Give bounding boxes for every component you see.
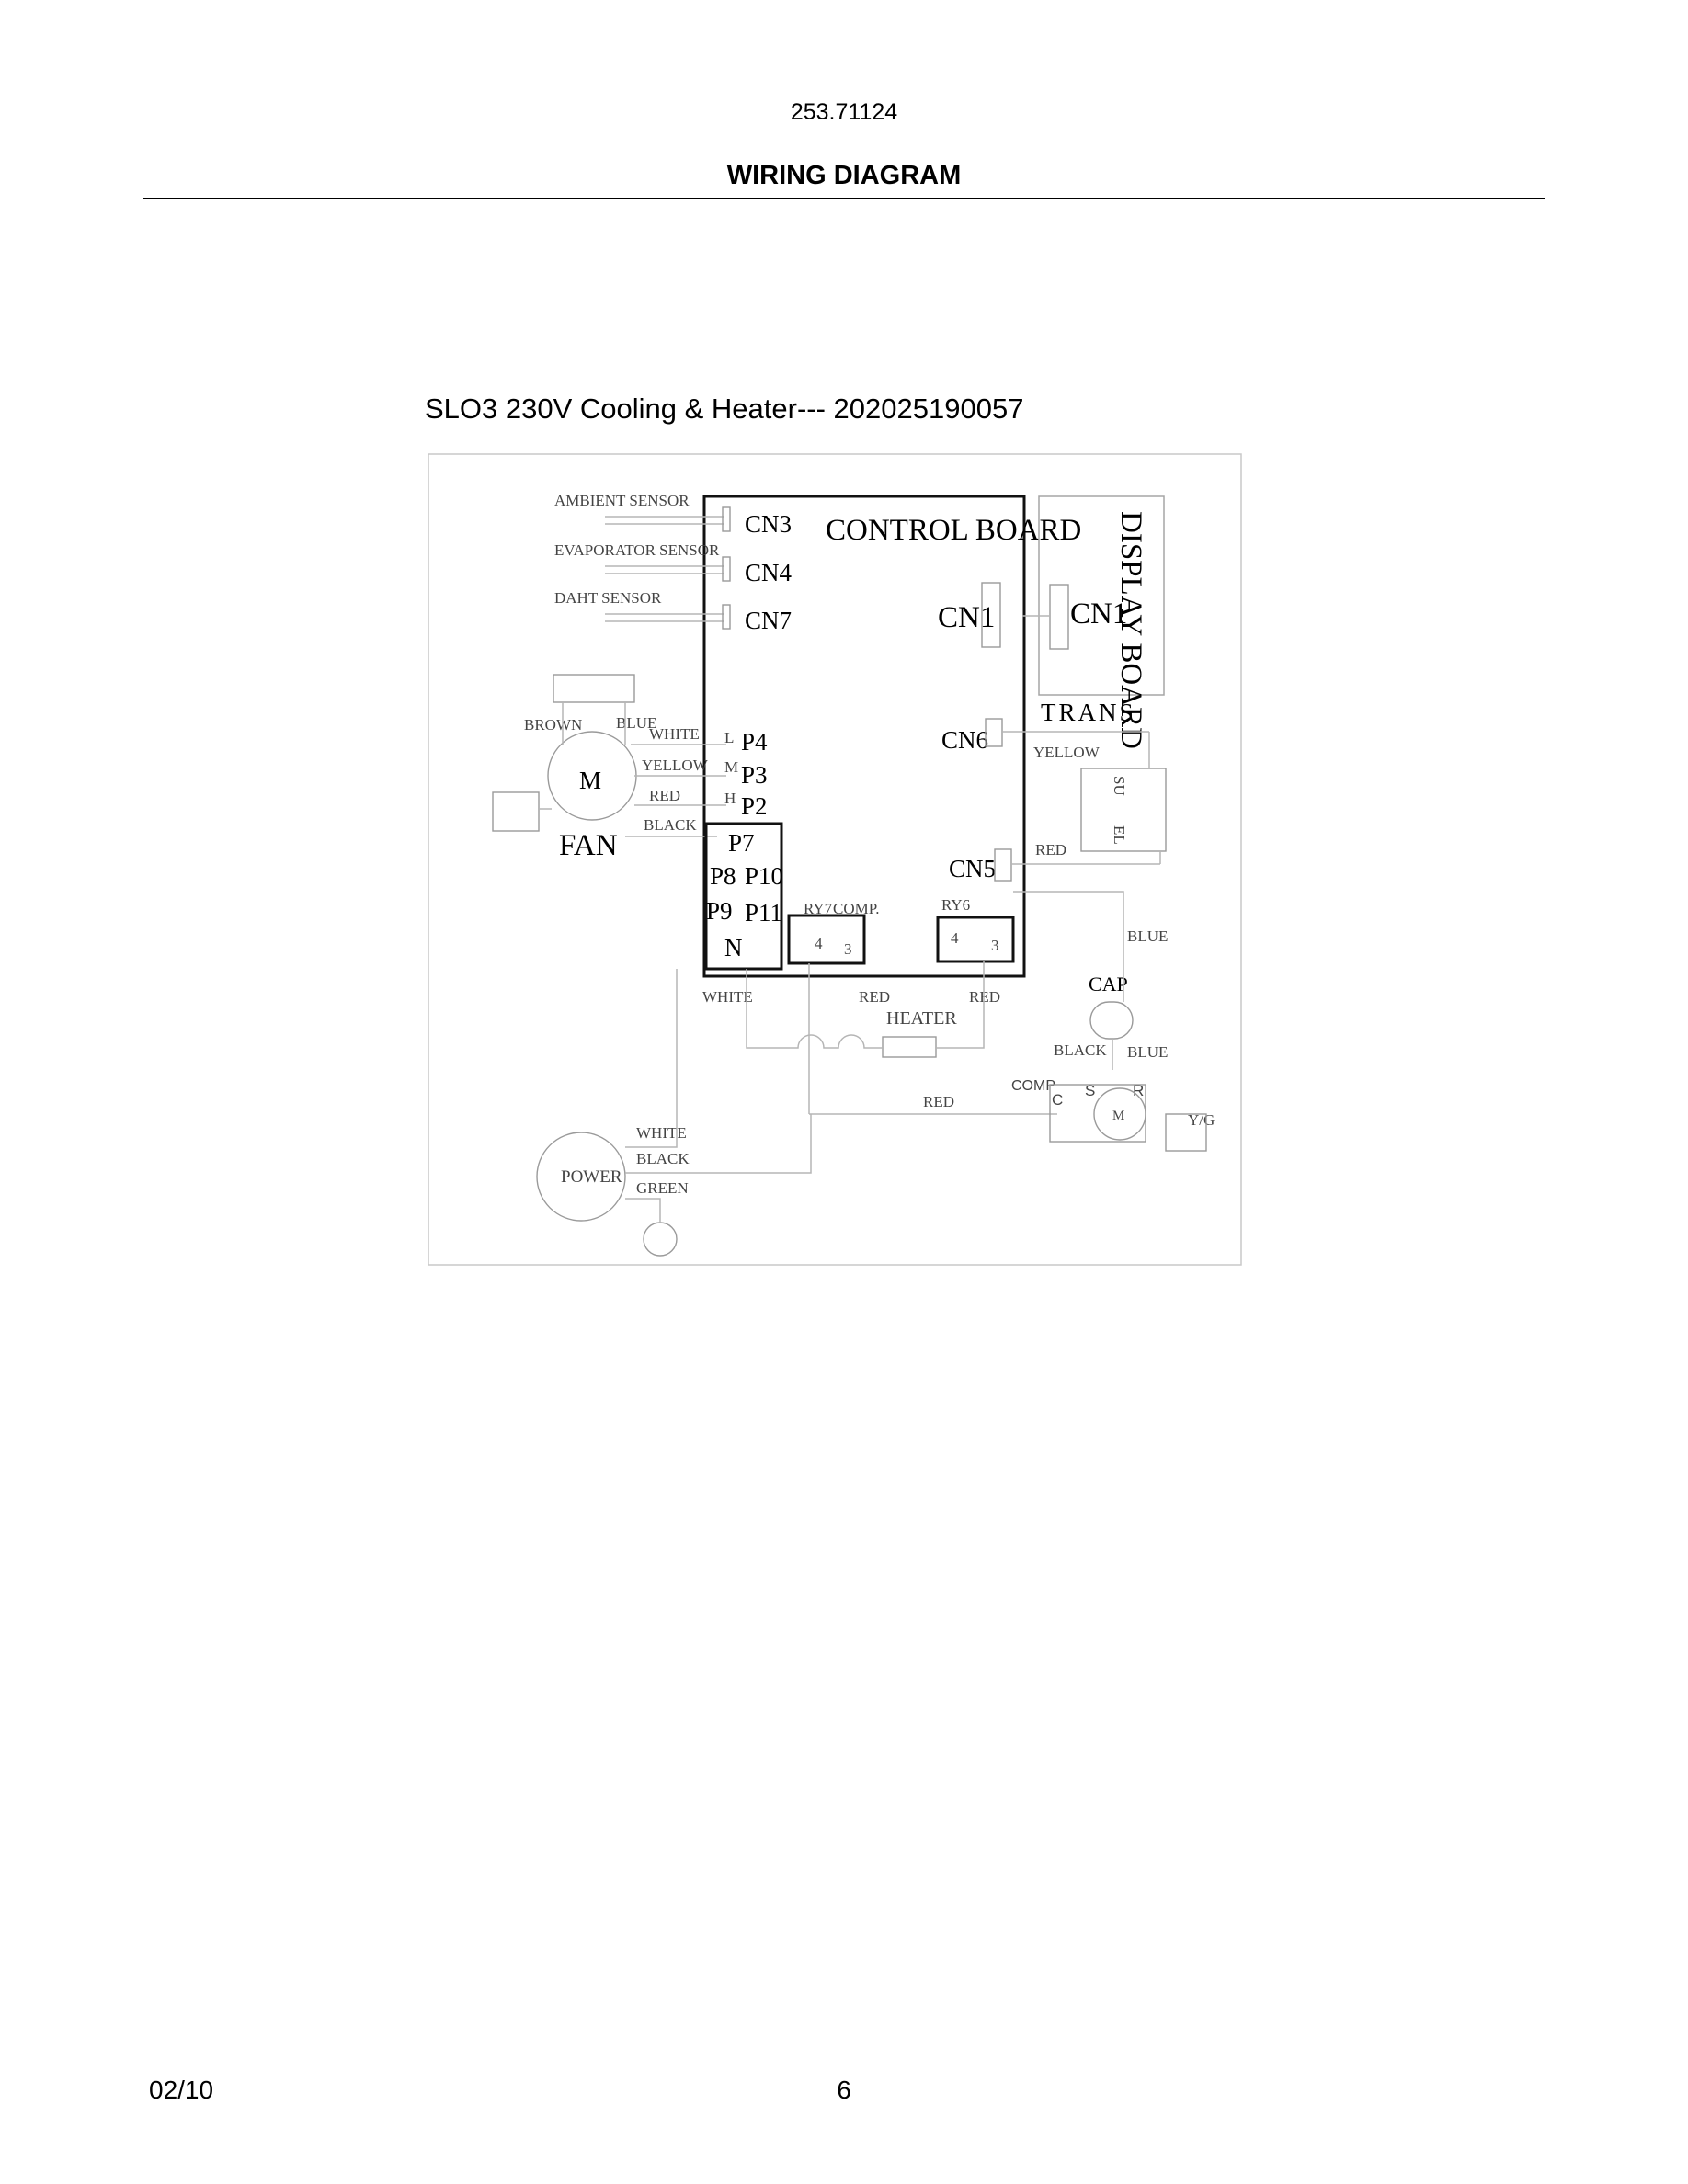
trans-coil-bottom: EL: [1111, 825, 1128, 845]
p11-label: P11: [745, 899, 782, 927]
display-board: [1038, 495, 1165, 696]
p7-label: P7: [728, 829, 755, 857]
p8-label: P8: [710, 862, 736, 890]
header-rule: [143, 198, 1545, 199]
n-label: N: [724, 934, 743, 961]
trans-wire-yellow: YELLOW: [1033, 744, 1101, 761]
compressor-label: COMP: [1011, 1078, 1055, 1094]
trans-wire-red: RED: [1035, 841, 1066, 859]
diagram-subtitle: SLO3 230V Cooling & Heater--- 2020251900…: [425, 392, 1024, 425]
fan-capacitor: [553, 674, 635, 703]
p4-label: P4: [741, 728, 768, 756]
ry6-label: RY6: [941, 896, 970, 914]
evaporator-sensor-label: EVAPORATOR SENSOR: [554, 541, 720, 559]
ry7-label: RY7: [804, 900, 833, 917]
ry6-relay: [936, 916, 1015, 963]
speed-mark-m: M: [724, 758, 738, 776]
diagram-frame: [428, 453, 1242, 1266]
cn3-label: CN3: [745, 510, 792, 538]
heater-wires: [746, 961, 1057, 1115]
p9-label: P9: [706, 897, 733, 925]
fan-wire-red: RED: [649, 787, 680, 804]
power-label: POWER: [561, 1167, 622, 1187]
cap-wire-black: BLACK: [1054, 1041, 1107, 1059]
fan-wire-black: BLACK: [644, 816, 697, 834]
cap-wires: [1013, 891, 1124, 1070]
p10-label: P10: [745, 862, 783, 890]
compressor-terminal-r: R: [1133, 1082, 1144, 1099]
control-board: [702, 495, 1026, 978]
compressor-terminal-c: C: [1052, 1091, 1063, 1109]
cn1-label: CN1: [938, 601, 995, 634]
ry7-pin-a: 4: [815, 935, 823, 952]
capacitor: [1089, 1001, 1134, 1040]
cn4-label: CN4: [745, 559, 793, 586]
fan-wire-blue: BLUE: [616, 714, 656, 732]
power-wire-white: WHITE: [636, 1124, 687, 1142]
heater-wire-red-right: RED: [969, 988, 1000, 1006]
speed-mark-h: H: [724, 790, 736, 807]
heater-wire-white: WHITE: [702, 988, 753, 1006]
fan-wire-white: WHITE: [649, 725, 700, 743]
section-title: WIRING DIAGRAM: [726, 161, 962, 190]
power-ground-icon: [643, 1222, 678, 1257]
trans-wires: [1002, 731, 1161, 865]
power-wire-green: GREEN: [636, 1179, 689, 1197]
display-cn1-label: CN1: [1070, 597, 1127, 631]
trans-coil-top: SU: [1111, 776, 1128, 796]
daht-sensor-label: DAHT SENSOR: [554, 589, 662, 607]
fan-motor-symbol: M: [579, 767, 601, 794]
speed-mark-l: L: [724, 729, 734, 746]
cap-label: CAP: [1089, 973, 1128, 995]
heater-element: [882, 1036, 937, 1058]
trans-label: TRANS: [1041, 699, 1136, 726]
fan-label: FAN: [559, 829, 618, 862]
compressor-ground-icon: [1165, 1113, 1207, 1152]
model-number: 253.71124: [790, 99, 898, 125]
compressor-housing: [1049, 1084, 1146, 1143]
heater-label: HEATER: [886, 1008, 957, 1029]
p3-label: P3: [741, 761, 768, 789]
terminal-block: [704, 822, 783, 971]
fan-ground-icon: [492, 791, 540, 832]
display-cn1-connector: [1049, 584, 1069, 650]
cn7-label: CN7: [745, 607, 792, 634]
cn6-connector: [985, 718, 1003, 747]
power-plug: [536, 1132, 626, 1222]
footer-date: 02/10: [149, 2076, 214, 2104]
ry6-pin-a: 4: [951, 929, 959, 947]
fan-wire-brown: BROWN: [524, 716, 582, 734]
comp-relay-label: COMP.: [833, 900, 880, 917]
power-wires: [625, 969, 812, 1223]
p2-label: P2: [741, 792, 768, 820]
display-board-label: DISPLAY BOARD: [1114, 511, 1147, 749]
ry7-pin-b: 3: [844, 940, 852, 958]
heater-wire-red-left: RED: [859, 988, 890, 1006]
fan-wire-yellow: YELLOW: [642, 756, 709, 774]
page-number: 6: [837, 2076, 851, 2104]
cn1-connector: [981, 582, 1001, 648]
ambient-sensor-label: AMBIENT SENSOR: [554, 492, 690, 509]
compressor-motor-symbol: M: [1112, 1109, 1124, 1123]
cn5-connector: [994, 848, 1012, 882]
cn5-label: CN5: [949, 855, 996, 882]
transformer: [1080, 768, 1167, 852]
fan-wires: [539, 702, 726, 837]
control-board-label: CONTROL BOARD: [826, 514, 1081, 547]
cn6-label: CN6: [941, 726, 988, 754]
sensor-wires: [605, 506, 731, 630]
power-wire-black: BLACK: [636, 1150, 690, 1167]
compressor-wire-yg: Y/G: [1188, 1111, 1215, 1129]
cap-wire-blue-right: BLUE: [1127, 1043, 1168, 1061]
compressor-terminal-s: S: [1085, 1082, 1095, 1099]
compressor-wire-red: RED: [923, 1093, 954, 1110]
cap-wire-blue-top: BLUE: [1127, 927, 1168, 945]
ry7-relay: [787, 914, 866, 965]
ry6-pin-b: 3: [991, 937, 999, 954]
